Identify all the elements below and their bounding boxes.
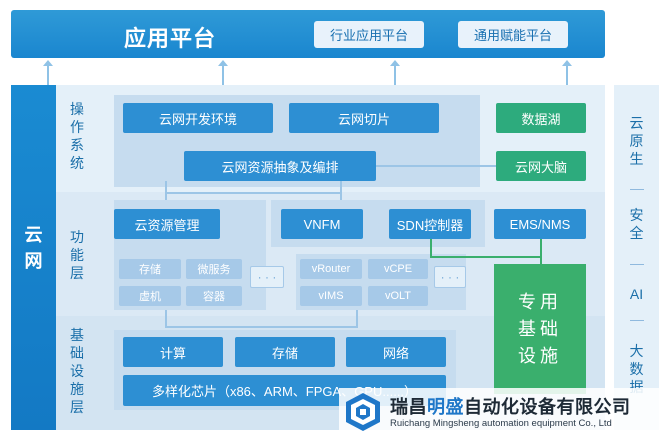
up-arrow-line — [222, 64, 224, 86]
column-divider — [630, 189, 644, 190]
special-infra-connector — [430, 256, 542, 258]
microservice-chip[interactable]: 微服务 — [186, 259, 242, 279]
network-brain-block[interactable]: 云网大脑 — [496, 151, 586, 181]
general-enablement-platform[interactable]: 通用赋能平台 — [458, 21, 568, 48]
security-text: 安全 — [629, 207, 644, 241]
watermark-background — [339, 388, 670, 436]
capability-column — [614, 85, 659, 430]
cloud-resource-mgmt-block[interactable]: 云资源管理 — [114, 209, 220, 239]
vims-chip[interactable]: vIMS — [300, 286, 362, 306]
company-logo-icon — [346, 393, 380, 431]
volt-chip[interactable]: vOLT — [368, 286, 428, 306]
cloud-native-label: 云原生 — [614, 114, 659, 168]
cloud-network-column — [11, 85, 56, 430]
resource-orchestration-block[interactable]: 云网资源抽象及编排 — [184, 151, 376, 181]
sdn-controller-block[interactable]: SDN控制器 — [389, 209, 471, 239]
up-arrow-line — [566, 64, 568, 86]
vertical-connector — [356, 310, 358, 328]
horizontal-connector — [165, 192, 340, 194]
vm-chip[interactable]: 虚机 — [119, 286, 181, 306]
column-divider — [630, 264, 644, 265]
security-label: 安全 — [614, 206, 659, 242]
dedicated-infrastructure-block[interactable]: 专用基础设施 — [494, 264, 586, 394]
up-arrow-line — [47, 64, 49, 86]
compute-block[interactable]: 计算 — [123, 337, 223, 367]
vcpe-chip[interactable]: vCPE — [368, 259, 428, 279]
company-name: 瑞昌明盛自动化设备有限公司 — [390, 393, 631, 419]
up-arrow-icon — [562, 60, 572, 66]
vertical-connector — [165, 310, 167, 328]
application-platform-title: 应用平台 — [124, 26, 217, 51]
vertical-connector — [340, 181, 342, 203]
horizontal-connector — [165, 326, 358, 328]
special-infra-connector — [430, 239, 432, 257]
company-name-pre: 瑞昌 — [390, 397, 427, 417]
ems-nms-block[interactable]: EMS/NMS — [494, 209, 586, 239]
company-english-name: Ruichang Mingsheng automation equipment … — [390, 418, 612, 429]
cloud-native-text: 云原生 — [629, 115, 644, 167]
storage-chip[interactable]: 存储 — [119, 259, 181, 279]
orchestration-connector — [376, 165, 496, 167]
cloud-network-text: 云网 — [24, 225, 43, 271]
up-arrow-icon — [43, 60, 53, 66]
vnfm-block[interactable]: VNFM — [281, 209, 363, 239]
column-divider — [630, 320, 644, 321]
ai-label: AI — [629, 286, 644, 302]
up-arrow-icon — [218, 60, 228, 66]
dev-environment-block[interactable]: 云网开发环境 — [123, 103, 273, 133]
more-ellipsis: · · · — [250, 266, 284, 288]
company-name-highlight: 明盛 — [427, 397, 464, 417]
company-name-post: 自动化设备有限公司 — [464, 397, 631, 417]
network-slicing-block[interactable]: 云网切片 — [289, 103, 439, 133]
os-layer-title: 操作系统 — [70, 101, 84, 171]
container-chip[interactable]: 容器 — [186, 286, 242, 306]
network-block[interactable]: 网络 — [346, 337, 446, 367]
infra-layer-title: 基础设施层 — [70, 327, 84, 415]
more-ellipsis: · · · — [434, 266, 466, 288]
storage-block[interactable]: 存储 — [235, 337, 335, 367]
up-arrow-line — [394, 64, 396, 86]
vertical-connector — [165, 181, 167, 211]
vrouter-chip[interactable]: vRouter — [300, 259, 362, 279]
dedicated-infrastructure-text: 专用基础设施 — [518, 291, 562, 366]
cloud-network-label: 云网 — [11, 222, 56, 274]
data-lake-block[interactable]: 数据湖 — [496, 103, 586, 133]
function-layer-title: 功能层 — [70, 229, 84, 281]
industry-app-platform[interactable]: 行业应用平台 — [314, 21, 424, 48]
up-arrow-icon — [390, 60, 400, 66]
special-infra-connector — [540, 239, 542, 264]
